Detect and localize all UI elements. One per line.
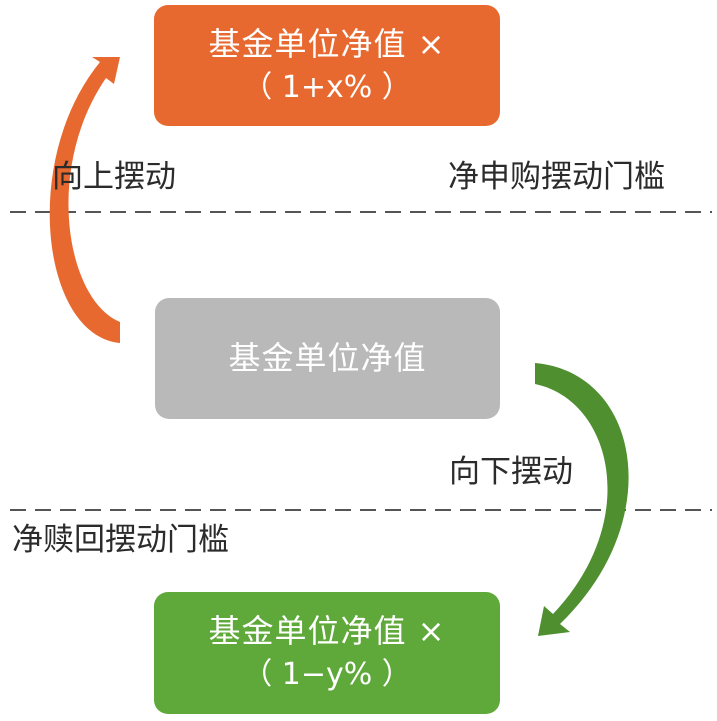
subscription-threshold-label: 净申购摆动门槛 <box>448 159 665 195</box>
nav-down-line2: （ 1−y% ） <box>242 657 412 693</box>
down-swing-arrow <box>535 363 629 636</box>
nav-up-line2: （ 1+x% ） <box>242 69 412 105</box>
down-swing-label: 向下摆动 <box>449 454 573 490</box>
nav-base-box: 基金单位净值 <box>155 298 500 419</box>
nav-up-box: 基金单位净值 × （ 1+x% ） <box>154 5 500 126</box>
up-swing-arrow <box>49 57 120 343</box>
nav-down-line1: 基金单位净值 × <box>208 612 446 651</box>
redemption-threshold-label: 净赎回摆动门槛 <box>12 522 229 558</box>
nav-down-box: 基金单位净值 × （ 1−y% ） <box>154 592 500 714</box>
up-swing-label: 向上摆动 <box>52 159 176 195</box>
nav-base-line1: 基金单位净值 <box>228 338 427 377</box>
nav-up-line1: 基金单位净值 × <box>208 24 446 63</box>
